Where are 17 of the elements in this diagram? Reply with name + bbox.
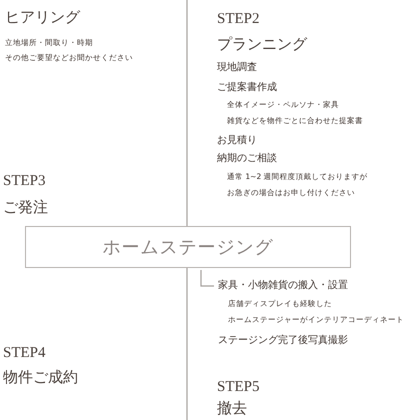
item-text: 納期のご相談 (217, 153, 277, 165)
item-text: 家具・小物雑貨の搬入・設置 (218, 280, 348, 292)
process-box (25, 226, 351, 268)
item-text: 現地調査 (217, 62, 257, 74)
section-heading: ご発注 (3, 198, 48, 216)
section-heading: 物件ご成約 (3, 368, 78, 386)
item-text: ステージング完了後写真撮影 (218, 335, 348, 347)
item-text: ご提案書作成 (217, 82, 277, 94)
step-label: STEP5 (217, 378, 260, 396)
step-label: STEP2 (217, 10, 260, 28)
step-label: STEP4 (3, 344, 46, 362)
section-heading: ヒアリング (5, 8, 80, 26)
item-text: お見積り (217, 135, 257, 147)
node-title: ホームステージング (102, 236, 274, 259)
section-heading: 撤去 (217, 399, 247, 417)
section-heading: プランニング (217, 35, 307, 53)
step-label: STEP3 (3, 172, 46, 190)
